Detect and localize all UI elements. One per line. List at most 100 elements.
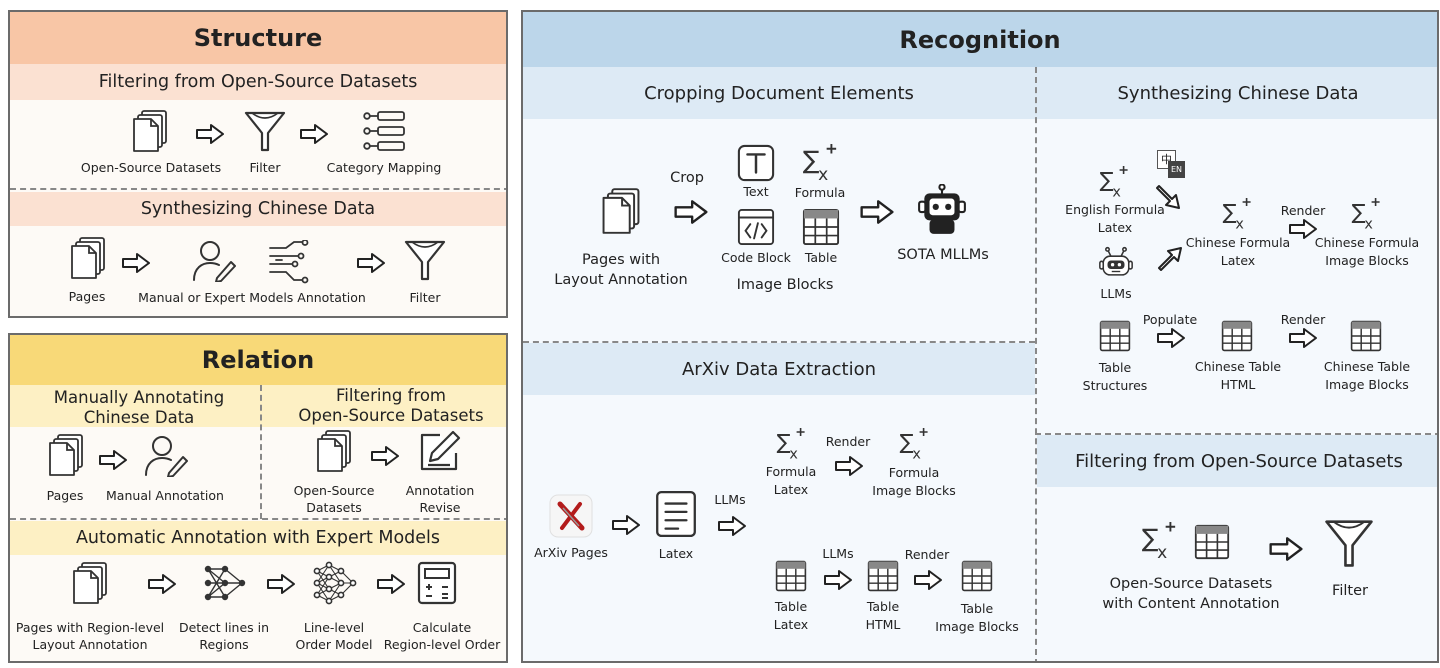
filter-icon bbox=[403, 238, 447, 282]
arrow-icon bbox=[376, 573, 406, 595]
table-icon bbox=[775, 560, 807, 592]
arrow-icon bbox=[859, 199, 895, 225]
label-code-block: Code Block bbox=[721, 250, 791, 265]
translate-en: EN bbox=[1168, 161, 1185, 178]
label-formula-image-blocks: Image Blocks bbox=[872, 483, 956, 498]
llm-robot-icon bbox=[1099, 246, 1133, 280]
label-manual-annotation: Manual Annotation bbox=[106, 488, 224, 503]
arrow-icon bbox=[147, 573, 177, 595]
label-render: Render bbox=[825, 434, 871, 449]
synth-header-bg bbox=[1035, 67, 1437, 119]
arrow-icon bbox=[98, 449, 128, 471]
relation-auto-header: Automatic Annotation with Expert Models bbox=[10, 521, 506, 555]
filtering-header: Filtering from Open-Source Datasets bbox=[1075, 450, 1403, 472]
label-render: Render bbox=[1280, 203, 1326, 218]
label-formula-image-blocks: Formula bbox=[888, 465, 940, 480]
arrow-icon bbox=[913, 569, 943, 591]
text-icon bbox=[737, 144, 775, 182]
label-chinese-formula-image-blocks: Chinese Formula bbox=[1314, 235, 1420, 250]
label-table-structures: Table bbox=[1098, 360, 1132, 375]
diagonal-arrow-down-icon bbox=[1153, 182, 1183, 212]
table-icon bbox=[961, 560, 993, 592]
documents-icon bbox=[130, 109, 170, 153]
label-content-annotation: with Content Annotation bbox=[1102, 596, 1280, 612]
order-model-icon bbox=[313, 561, 357, 605]
documents-icon bbox=[46, 433, 86, 477]
label-detect-lines: Detect lines in bbox=[178, 620, 270, 635]
manual-annotation-icon bbox=[144, 433, 188, 477]
label-manual-or-expert: Manual or Expert Models Annotation bbox=[138, 290, 366, 305]
label-crop: Crop bbox=[670, 170, 704, 186]
arrow-icon bbox=[834, 455, 864, 477]
detect-lines-icon bbox=[203, 561, 247, 605]
label-table-latex: Table bbox=[774, 599, 808, 614]
label-chinese-table-html: HTML bbox=[1220, 377, 1256, 392]
documents-icon bbox=[68, 236, 108, 280]
label-render: Render bbox=[1280, 312, 1326, 327]
label-revise: Revise bbox=[419, 500, 461, 515]
table-icon bbox=[1221, 320, 1253, 352]
structure-filtering-header: Filtering from Open-Source Datasets bbox=[10, 64, 506, 100]
arrow-icon bbox=[823, 569, 853, 591]
label-populate: Populate bbox=[1142, 312, 1198, 327]
formula-icon bbox=[775, 428, 807, 460]
label-llms: LLMs bbox=[822, 546, 854, 561]
annotation-revise-icon bbox=[418, 429, 462, 473]
label-filter: Filter bbox=[409, 290, 441, 305]
label-formula: Formula bbox=[794, 185, 846, 200]
label-pages-region: Pages with Region-level bbox=[15, 620, 165, 635]
documents-icon bbox=[70, 561, 110, 605]
label-open-source-datasets: Open-Source Datasets bbox=[80, 160, 222, 175]
arxiv-header-bg bbox=[523, 343, 1035, 395]
latex-doc-icon bbox=[655, 490, 697, 538]
filter-icon bbox=[243, 109, 287, 153]
label-annotation: Annotation bbox=[405, 483, 475, 498]
label-line-order: Line-level bbox=[303, 620, 365, 635]
label-filter: Filter bbox=[1332, 583, 1368, 599]
label-latex: Latex bbox=[658, 546, 694, 561]
code-block-icon bbox=[737, 208, 775, 246]
label-english-formula-latex: Latex bbox=[1097, 220, 1133, 235]
cropping-header: Cropping Document Elements bbox=[644, 82, 914, 104]
formula-icon bbox=[1140, 522, 1178, 560]
label-table-structures: Structures bbox=[1082, 378, 1148, 393]
label-table-latex: Latex bbox=[773, 617, 809, 632]
arrow-icon bbox=[121, 252, 151, 274]
arrow-icon bbox=[611, 513, 641, 537]
label-category-mapping: Category Mapping bbox=[326, 160, 442, 175]
label-chinese-formula-latex: Latex bbox=[1220, 253, 1256, 268]
label-chinese-table-html: Chinese Table bbox=[1194, 359, 1282, 374]
table-icon bbox=[867, 560, 899, 592]
label-formula-latex: Formula bbox=[765, 464, 817, 479]
documents-icon bbox=[599, 187, 643, 235]
recognition-divider-v bbox=[1035, 67, 1037, 661]
label-filter: Filter bbox=[249, 160, 281, 175]
label-table-html: HTML bbox=[865, 617, 901, 632]
table-icon bbox=[1194, 524, 1230, 560]
recognition-title: Recognition bbox=[523, 12, 1437, 67]
arrow-icon bbox=[195, 123, 225, 145]
relation-filter-header: Open-Source Datasets bbox=[298, 406, 484, 425]
label-image-blocks: Image Blocks bbox=[736, 277, 834, 293]
calculator-icon bbox=[417, 561, 457, 605]
synth-header: Synthesizing Chinese Data bbox=[1117, 82, 1359, 104]
recognition-divider-h-right bbox=[1035, 433, 1437, 435]
translate-icon: 中 EN bbox=[1157, 150, 1185, 178]
relation-manual-header: Chinese Data bbox=[83, 408, 195, 427]
arrow-icon bbox=[299, 123, 329, 145]
table-icon bbox=[1350, 320, 1382, 352]
recognition-divider-h-left bbox=[523, 341, 1035, 343]
label-pages: Pages bbox=[46, 488, 84, 503]
label-chinese-formula-image-blocks: Image Blocks bbox=[1325, 253, 1409, 268]
arxiv-icon bbox=[549, 494, 593, 538]
label-open-source: Open-Source bbox=[293, 483, 375, 498]
arrow-icon bbox=[356, 252, 386, 274]
label-chinese-table-image-blocks: Image Blocks bbox=[1325, 377, 1409, 392]
label-layout-annotation: Layout Annotation bbox=[554, 272, 688, 288]
arrow-icon bbox=[1288, 327, 1318, 349]
label-formula-latex: Latex bbox=[773, 482, 809, 497]
label-table-image-blocks: Table bbox=[960, 601, 994, 616]
label-pages-region: Layout Annotation bbox=[32, 637, 148, 652]
documents-icon bbox=[314, 429, 354, 473]
relation-manual-header: Manually Annotating bbox=[53, 388, 225, 407]
